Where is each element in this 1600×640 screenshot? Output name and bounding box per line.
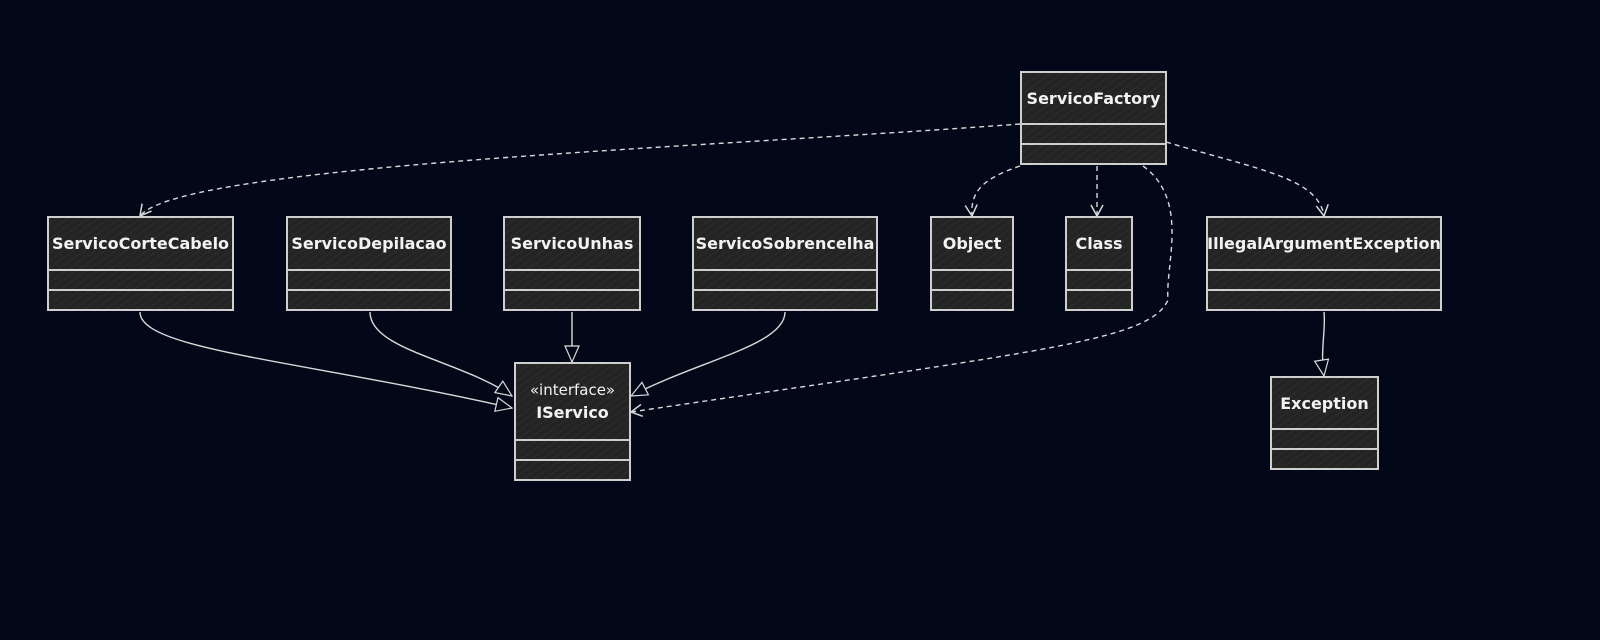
- class-name: Exception: [1280, 393, 1369, 413]
- generalization-illegalargument-to-exception: [1323, 311, 1325, 376]
- class-name: IServico: [536, 403, 609, 422]
- attributes-section: [288, 269, 450, 289]
- interface-header: «interface» IServico: [516, 364, 629, 439]
- class-servico-factory[interactable]: ServicoFactory: [1020, 71, 1167, 165]
- methods-section: [505, 289, 639, 309]
- class-servico-sobrancelha[interactable]: ServicoSobrencelha: [692, 216, 878, 311]
- dependency-factory-to-corte-cabelo: [139, 123, 1021, 218]
- attributes-section: [49, 269, 232, 289]
- dependency-factory-to-iservico: [629, 165, 1173, 418]
- attributes-section: [1272, 428, 1377, 448]
- class-servico-depilacao[interactable]: ServicoDepilacao: [286, 216, 452, 311]
- class-servico-corte-cabelo[interactable]: ServicoCorteCabelo: [47, 216, 234, 311]
- class-illegal-argument-exception[interactable]: IllegalArgumentException: [1206, 216, 1442, 311]
- methods-section: [694, 289, 876, 309]
- class-name: ServicoSobrencelha: [695, 234, 875, 253]
- class-class[interactable]: Class: [1065, 216, 1133, 311]
- methods-section: [1208, 289, 1440, 309]
- methods-section: [516, 459, 629, 479]
- methods-section: [49, 289, 232, 309]
- methods-section: [1022, 143, 1165, 163]
- class-name: ServicoFactory: [1026, 88, 1161, 108]
- realization-depilacao-to-iservico: [369, 311, 512, 396]
- class-object[interactable]: Object: [930, 216, 1014, 311]
- class-exception[interactable]: Exception: [1270, 376, 1379, 470]
- dependency-factory-to-object: [964, 165, 1021, 218]
- dependency-factory-to-illegalargument: [1165, 141, 1329, 218]
- stereotype-label: «interface»: [529, 381, 616, 399]
- interface-iservico[interactable]: «interface» IServico: [514, 362, 631, 481]
- methods-section: [1067, 289, 1131, 309]
- class-servico-unhas[interactable]: ServicoUnhas: [503, 216, 641, 311]
- attributes-section: [516, 439, 629, 459]
- attributes-section: [932, 269, 1012, 289]
- methods-section: [1272, 448, 1377, 468]
- class-name: ServicoUnhas: [510, 234, 634, 253]
- attributes-section: [505, 269, 639, 289]
- class-name: ServicoCorteCabelo: [51, 234, 230, 253]
- class-name: ServicoDepilacao: [291, 234, 447, 253]
- attributes-section: [1208, 269, 1440, 289]
- class-name: IllegalArgumentException: [1207, 234, 1441, 253]
- class-name: Object: [942, 234, 1002, 253]
- realization-corte-cabelo-to-iservico: [139, 311, 512, 408]
- attributes-section: [1067, 269, 1131, 289]
- attributes-section: [1022, 123, 1165, 143]
- realization-sobrancelha-to-iservico: [631, 311, 786, 396]
- methods-section: [288, 289, 450, 309]
- attributes-section: [694, 269, 876, 289]
- class-name: Class: [1075, 234, 1123, 253]
- methods-section: [932, 289, 1012, 309]
